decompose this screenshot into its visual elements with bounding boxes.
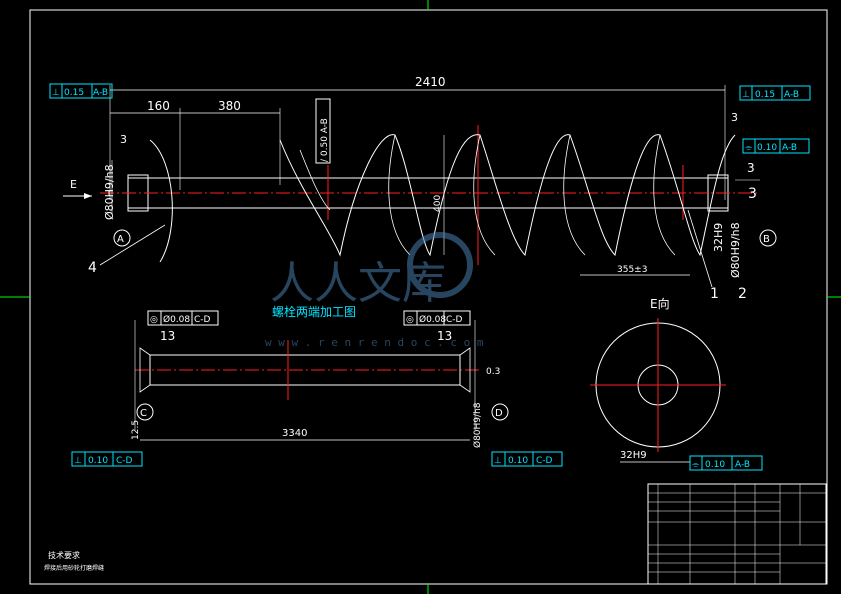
svg-text:Ø0.08: Ø0.08 — [163, 314, 190, 325]
svg-text:C-D: C-D — [536, 456, 553, 466]
tol-frame-top-right: ⊥ 0.15 A-B — [739, 85, 811, 101]
svg-text:⊥: ⊥ — [52, 88, 60, 98]
tech-title: 技术要求 — [48, 550, 80, 560]
datum-a: A — [117, 234, 124, 245]
tol-frame-top-left: ⊥ 0.15 A-B — [49, 83, 113, 99]
bolt-tol-right: ◎ Ø0.08 C-D — [403, 310, 471, 326]
bolt-dim-03: 0.3 — [486, 367, 500, 377]
e-view-title: E向 — [650, 296, 670, 311]
svg-text:C-D: C-D — [116, 456, 133, 466]
svg-text:0.15: 0.15 — [755, 90, 775, 100]
dim-3-left: 3 — [120, 133, 127, 146]
dim-phi-right: Ø80H9/h8 — [729, 222, 742, 278]
e-view: E向 32H9 — [590, 296, 726, 463]
bolt-view: 螺栓两端加工图 13 13 3340 Ø80H9/h8 0.3 12.5 C D — [131, 304, 509, 448]
svg-text:⌯: ⌯ — [692, 460, 700, 470]
part-4: 4 — [88, 260, 97, 276]
dim-355: 355±3 — [617, 265, 647, 275]
svg-text:Ø0.08: Ø0.08 — [419, 314, 446, 325]
view-arrow-label: E — [70, 178, 77, 191]
part-3: 3 — [748, 186, 757, 202]
e-view-dim: 32H9 — [620, 450, 647, 461]
watermark-cn: 人人文库 — [270, 258, 446, 309]
tech-text: 焊接后用砂轮打磨焊缝 — [44, 564, 104, 572]
svg-text:0.15: 0.15 — [64, 88, 84, 98]
svg-text:⌯: ⌯ — [745, 143, 753, 153]
bolt-tol-bottom-right: ⊥ 0.10 C-D — [491, 451, 563, 467]
dim-phi-left: Ø80H9/h8 — [103, 164, 116, 220]
watermark: 人人文库 w w w . r e n r e n d o c . c o m — [265, 232, 484, 349]
svg-text:0.10: 0.10 — [508, 456, 528, 466]
tol-frame-right-mid: ⌯ 0.10 A-B — [742, 138, 810, 154]
e-tol: ⌯ 0.10 A-B — [689, 455, 763, 471]
svg-text:0.10: 0.10 — [757, 143, 777, 153]
bolt-dim-125: 12.5 — [131, 420, 141, 440]
dim-total-length: 2410 — [415, 75, 446, 89]
dim-pitch: 400 — [433, 195, 443, 212]
svg-text:◎: ◎ — [150, 315, 158, 325]
dim-160: 160 — [147, 99, 170, 113]
svg-text:A-B: A-B — [782, 143, 797, 153]
bolt-tol-bottom-left: ⊥ 0.10 C-D — [71, 451, 143, 467]
title-block — [647, 483, 827, 585]
svg-text:A-B: A-B — [735, 460, 750, 470]
svg-text:C-D: C-D — [446, 315, 463, 325]
bolt-dim-right: Ø80H9/h8 — [472, 402, 483, 448]
svg-text:A-B: A-B — [93, 88, 108, 98]
datum-d: D — [495, 408, 503, 419]
svg-text:⊥: ⊥ — [742, 90, 750, 100]
svg-text:⊥: ⊥ — [74, 456, 82, 466]
datum-c: C — [140, 408, 147, 419]
bolt-title: 螺栓两端加工图 — [272, 304, 356, 319]
svg-text:A-B: A-B — [784, 90, 799, 100]
dim-380: 380 — [218, 99, 241, 113]
screw-main-view: 2410 160 380 3 3 3 400 355±3 Ø80H9/h8 — [63, 75, 777, 302]
bolt-tol-left: ◎ Ø0.08 C-D — [147, 310, 219, 326]
part-2: 2 — [738, 286, 747, 302]
svg-text:/ 0.50 A-B: / 0.50 A-B — [320, 118, 330, 162]
bolt-13-right: 13 — [437, 329, 452, 343]
svg-text:⊥: ⊥ — [494, 456, 502, 466]
bolt-13-left: 13 — [160, 329, 175, 343]
datum-b: B — [763, 234, 770, 245]
svg-text:◎: ◎ — [406, 315, 414, 325]
dim-32h9-right: 32H9 — [712, 223, 725, 252]
bolt-length: 3340 — [282, 428, 307, 439]
svg-text:0.10: 0.10 — [705, 460, 725, 470]
watermark-url: w w w . r e n r e n d o c . c o m — [265, 336, 484, 349]
dim-3-right-top: 3 — [731, 111, 738, 124]
svg-text:0.10: 0.10 — [88, 456, 108, 466]
tol-frame-vertical: / 0.50 A-B — [315, 98, 331, 164]
dim-3-right: 3 — [747, 161, 755, 175]
svg-text:C-D: C-D — [194, 315, 211, 325]
part-1: 1 — [710, 286, 719, 302]
